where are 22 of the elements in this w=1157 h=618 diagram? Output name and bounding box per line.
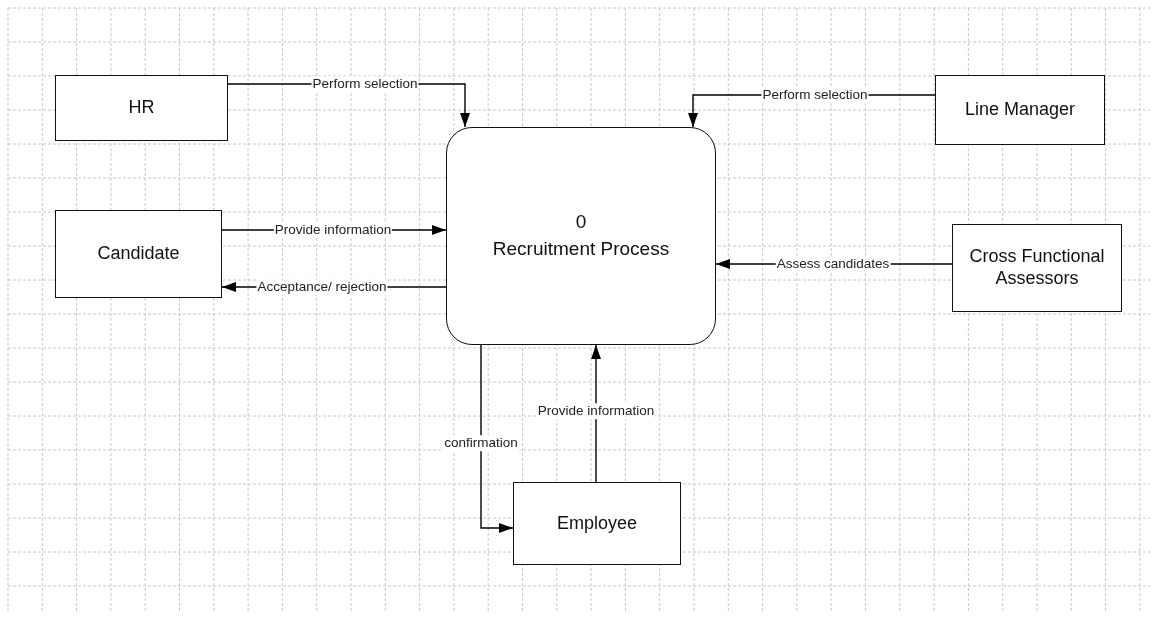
edge-label: Provide information <box>536 403 656 419</box>
node-text: HR <box>128 97 155 119</box>
entity-box <box>513 482 681 565</box>
node-text: Line Manager <box>964 99 1076 121</box>
edge-label: Perform selection <box>761 87 869 103</box>
arrow <box>480 344 514 533</box>
edge-label: confirmation <box>443 435 519 451</box>
entity-box <box>935 75 1105 145</box>
edge-label: Provide information <box>273 222 393 238</box>
node-text: Recruitment Process <box>492 238 670 261</box>
entity-box <box>952 224 1122 312</box>
process-box <box>446 127 716 345</box>
entity-box <box>55 75 228 141</box>
node-text: Candidate <box>97 243 180 265</box>
edge-label: Acceptance/ rejection <box>256 279 388 295</box>
node-text: 0 <box>575 211 587 234</box>
edge-label: Assess candidates <box>775 256 891 272</box>
node-text: Employee <box>556 512 637 535</box>
entity-box <box>55 210 222 298</box>
arrow <box>591 344 601 483</box>
edge-label: Perform selection <box>311 76 419 92</box>
node-text: Cross Functional Assessors <box>968 246 1106 290</box>
